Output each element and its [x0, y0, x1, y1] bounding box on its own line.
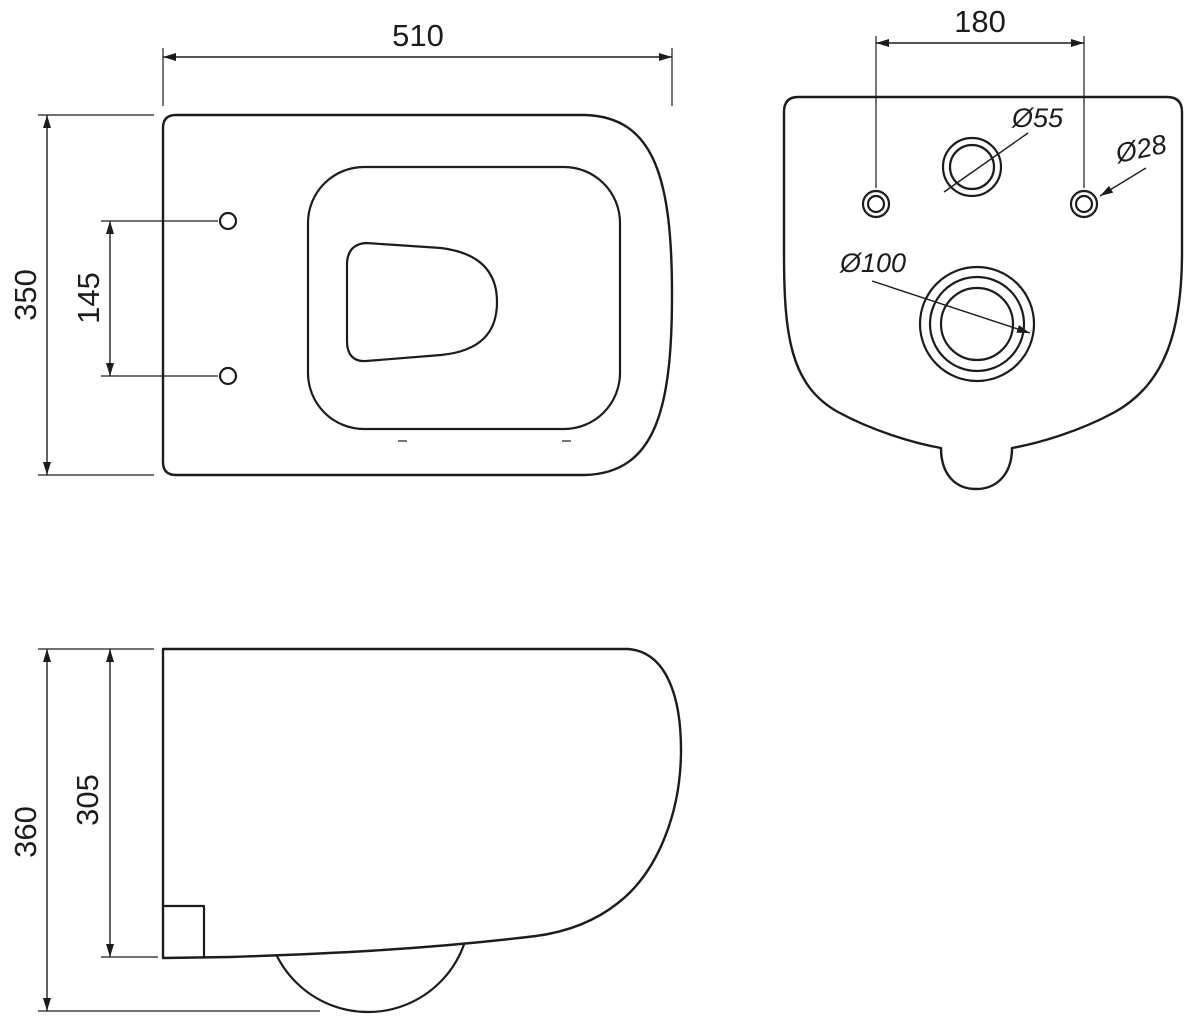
- mounting-hole-bottom: [218, 366, 238, 386]
- fixing-hole-right-inner: [1074, 194, 1094, 214]
- fixing-hole-right-outer: [1069, 189, 1099, 219]
- dimension-bolt-spacing-180: 180: [875, 4, 1085, 188]
- leader-outlet-diameter: Ø100: [839, 248, 1031, 334]
- fixing-hole-left-inner: [866, 194, 886, 214]
- dimension-body-height-305: 305: [70, 649, 158, 958]
- dim-width-label: 510: [392, 18, 444, 53]
- dimension-width-510: 510: [162, 18, 673, 106]
- outlet-inner-circle: [939, 286, 1015, 362]
- toilet-rear-outline: [782, 95, 1184, 491]
- mounting-bracket-detail: [161, 904, 206, 959]
- dim-total-height-label: 360: [8, 806, 43, 858]
- bowl-opening-outline: [345, 241, 499, 363]
- outlet-middle-circle: [928, 275, 1026, 373]
- side-view: 360 305: [8, 647, 683, 1014]
- dim-hole-spacing-label: 145: [71, 272, 106, 324]
- outlet-diameter-label: Ø100: [839, 248, 906, 278]
- dimension-depth-350: 350: [8, 114, 154, 476]
- leader-line: [871, 280, 1031, 334]
- leader-inlet-diameter: Ø55: [943, 103, 1064, 193]
- leader-line: [1099, 167, 1147, 197]
- toilet-top-outline: [161, 113, 674, 477]
- toilet-side-outline: [161, 647, 683, 960]
- inlet-outer-circle: [941, 136, 1003, 198]
- top-view: 510 350 145: [8, 18, 674, 477]
- outlet-outer-circle: [918, 265, 1036, 383]
- rear-view: 180 Ø55 Ø28 Ø100: [782, 4, 1184, 491]
- dim-depth-label: 350: [8, 269, 43, 321]
- inlet-diameter-label: Ø55: [1011, 103, 1064, 133]
- leader-line: [943, 132, 1029, 193]
- dim-bolt-spacing-label: 180: [954, 4, 1006, 39]
- fixing-hole-left-outer: [861, 189, 891, 219]
- mounting-hole-top: [218, 211, 238, 231]
- seat-rim-outline: [306, 165, 622, 431]
- inlet-inner-circle: [948, 143, 996, 191]
- dimension-total-height-360: 360: [8, 648, 320, 1012]
- dim-body-height-label: 305: [70, 774, 105, 826]
- dimension-hole-spacing-145: 145: [71, 220, 218, 377]
